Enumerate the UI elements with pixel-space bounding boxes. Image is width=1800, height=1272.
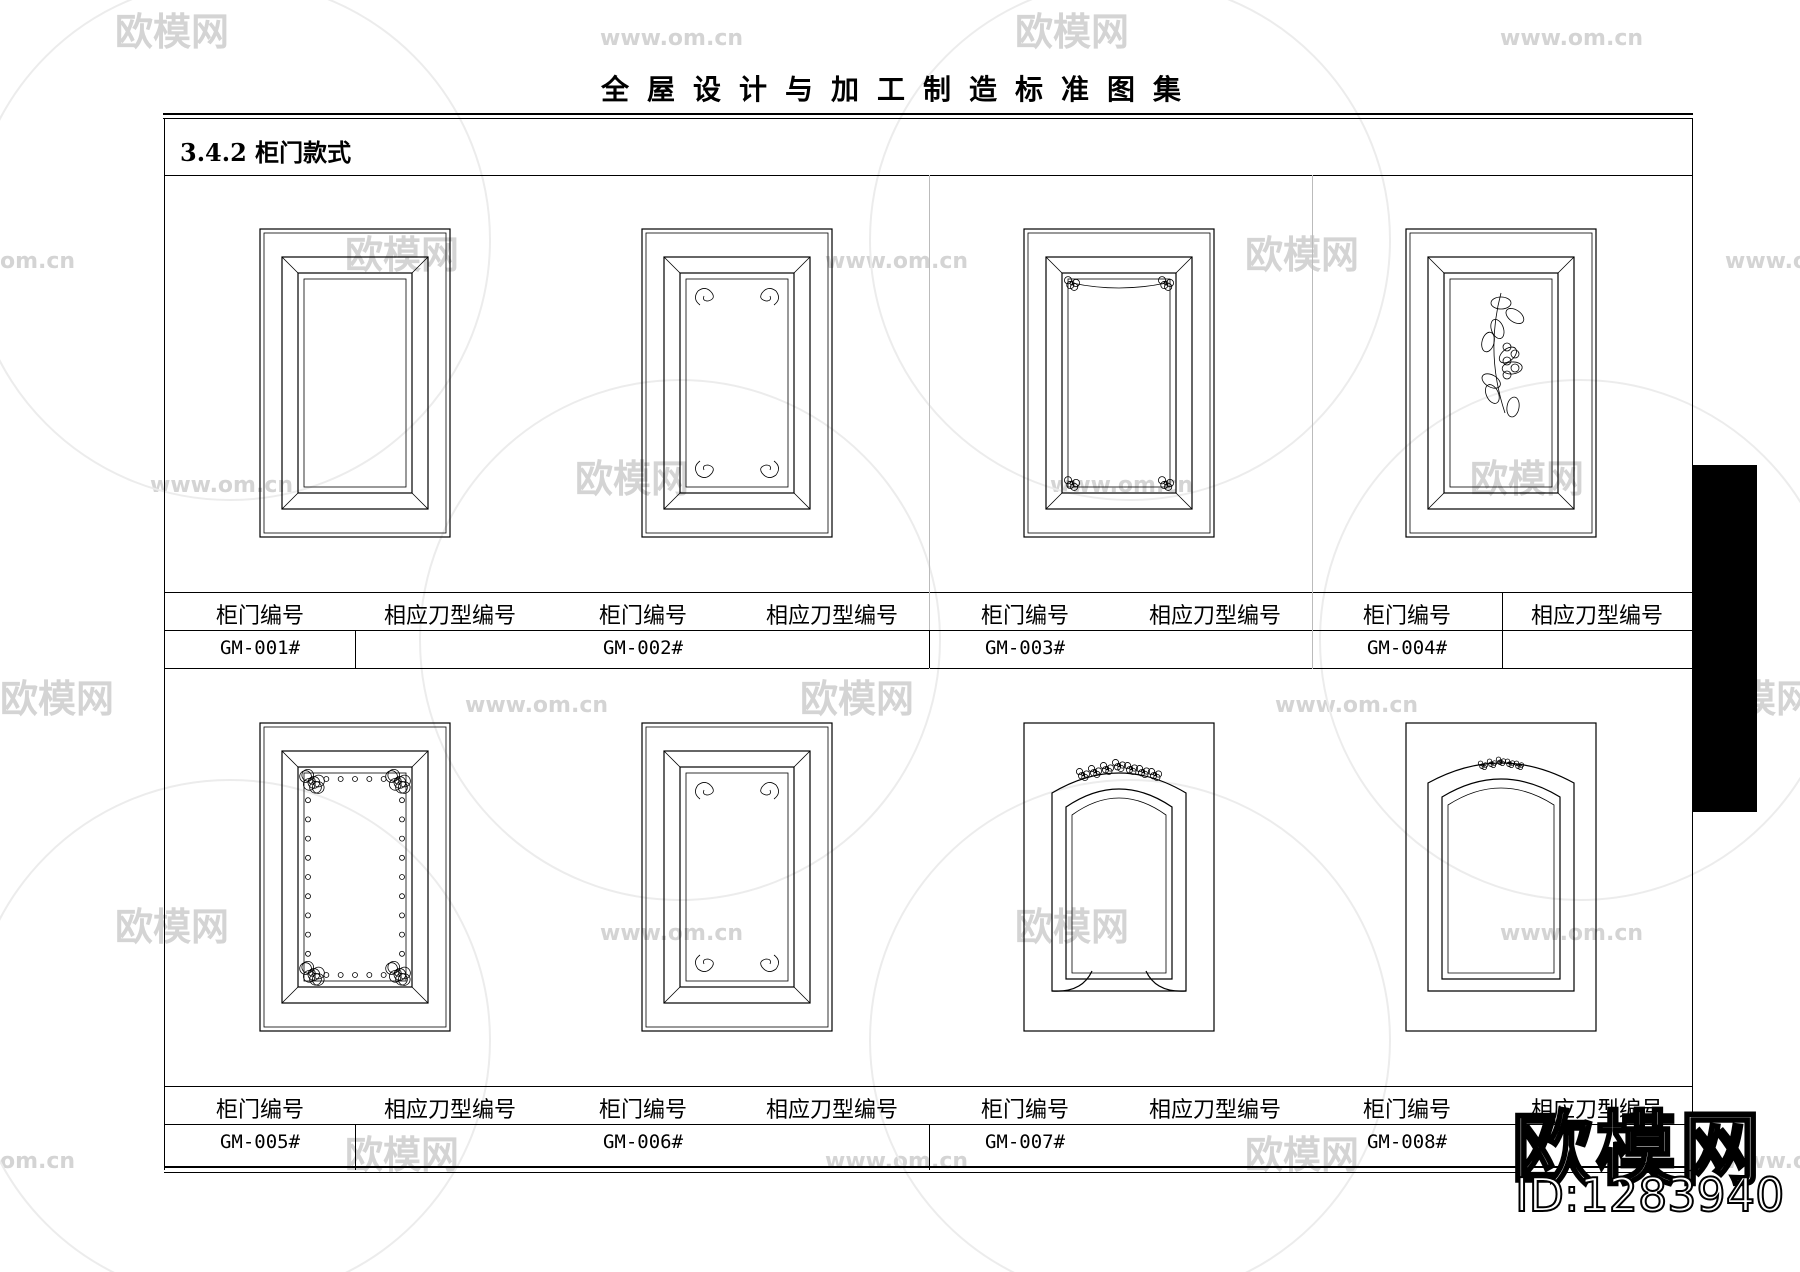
door-code: GM-006# bbox=[602, 1131, 684, 1153]
watermark-text: 欧模网 bbox=[800, 677, 914, 721]
header-door-code: 柜门编号 bbox=[980, 1098, 1069, 1123]
brand-logo: 欧模网 bbox=[1511, 1102, 1764, 1198]
header-door-code: 柜门编号 bbox=[215, 604, 304, 629]
header-door-code: 柜门编号 bbox=[1362, 604, 1451, 629]
title-underline-thin bbox=[163, 118, 1693, 119]
title-underline bbox=[163, 113, 1693, 115]
cabinet-door-GM-001# bbox=[259, 228, 451, 538]
section-underline bbox=[164, 175, 1693, 176]
header-tool-code: 相应刀型编号 bbox=[1530, 1098, 1663, 1123]
header-tool-code: 相应刀型编号 bbox=[765, 604, 898, 629]
door-code: GM-001# bbox=[219, 637, 301, 659]
header-tool-code: 相应刀型编号 bbox=[1148, 1098, 1281, 1123]
watermark-text: 欧模网 bbox=[115, 10, 229, 54]
cabinet-door-GM-003# bbox=[1023, 228, 1215, 538]
header-door-code: 柜门编号 bbox=[980, 604, 1069, 629]
cabinet-door-GM-005# bbox=[259, 722, 451, 1032]
cell-divider bbox=[929, 630, 930, 668]
watermark-text: www.om.cn bbox=[465, 693, 608, 718]
header-door-code: 柜门编号 bbox=[598, 1098, 687, 1123]
header-door-code: 柜门编号 bbox=[598, 604, 687, 629]
header-door-code: 柜门编号 bbox=[215, 1098, 304, 1123]
cabinet-door-GM-006# bbox=[641, 722, 833, 1032]
watermark-text: www.om.cn bbox=[825, 249, 968, 274]
watermark-text: 欧模网 bbox=[115, 905, 229, 949]
header-tool-code: 相应刀型编号 bbox=[383, 604, 516, 629]
door-code: GM-005# bbox=[219, 1131, 301, 1153]
frame-left bbox=[164, 118, 165, 1170]
watermark-text: www.om.cn bbox=[1725, 249, 1800, 274]
header-tool-code: 相应刀型编号 bbox=[383, 1098, 516, 1123]
row2-header-mid bbox=[164, 1124, 1693, 1125]
document-title: 全屋设计与加工制造标准图集 bbox=[600, 73, 1199, 106]
watermark-text: om.cn bbox=[0, 249, 75, 274]
row1-header-mid bbox=[164, 630, 1693, 631]
cell-divider bbox=[355, 630, 356, 668]
cabinet-door-GM-008# bbox=[1405, 722, 1597, 1032]
watermark-text: 欧模网 bbox=[1015, 10, 1129, 54]
watermark-text: om.cn bbox=[0, 1149, 75, 1174]
cabinet-door-GM-004# bbox=[1405, 228, 1597, 538]
door-code: GM-007# bbox=[984, 1131, 1066, 1153]
watermark-text: www.om.cn bbox=[1275, 693, 1418, 718]
door-code: GM-004# bbox=[1366, 637, 1448, 659]
watermark-text: 欧模网 bbox=[1245, 233, 1359, 277]
watermark-text: www.om.cn bbox=[1500, 26, 1643, 51]
cell-divider bbox=[1502, 592, 1503, 668]
group-divider-2 bbox=[1312, 175, 1313, 669]
watermark-text: 欧模网 bbox=[0, 677, 114, 721]
header-door-code: 柜门编号 bbox=[1362, 1098, 1451, 1123]
cell-divider bbox=[355, 1124, 356, 1170]
row1-bottom bbox=[164, 668, 1693, 669]
door-code: GM-002# bbox=[602, 637, 684, 659]
cabinet-door-GM-002# bbox=[641, 228, 833, 538]
brand-id: ID:1283940 bbox=[1514, 1167, 1785, 1223]
frame-bottom-thin bbox=[164, 1172, 1693, 1173]
cabinet-door-GM-007# bbox=[1023, 722, 1215, 1032]
group-divider-1 bbox=[929, 175, 930, 669]
header-tool-code: 相应刀型编号 bbox=[765, 1098, 898, 1123]
side-tab bbox=[1693, 465, 1757, 812]
section-title: 3.4.2 柜门款式 bbox=[180, 138, 352, 167]
row1-header-top bbox=[164, 592, 1693, 593]
row2-header-top bbox=[164, 1086, 1693, 1087]
watermark-text: www.om.cn bbox=[600, 26, 743, 51]
door-code: GM-003# bbox=[984, 637, 1066, 659]
cell-divider bbox=[929, 1124, 930, 1170]
watermark-text: 欧模网 bbox=[345, 1133, 459, 1177]
frame-bottom bbox=[164, 1166, 1693, 1168]
header-tool-code: 相应刀型编号 bbox=[1148, 604, 1281, 629]
door-code: GM-008# bbox=[1366, 1131, 1448, 1153]
frame-right bbox=[1692, 118, 1693, 1170]
header-tool-code: 相应刀型编号 bbox=[1530, 604, 1663, 629]
